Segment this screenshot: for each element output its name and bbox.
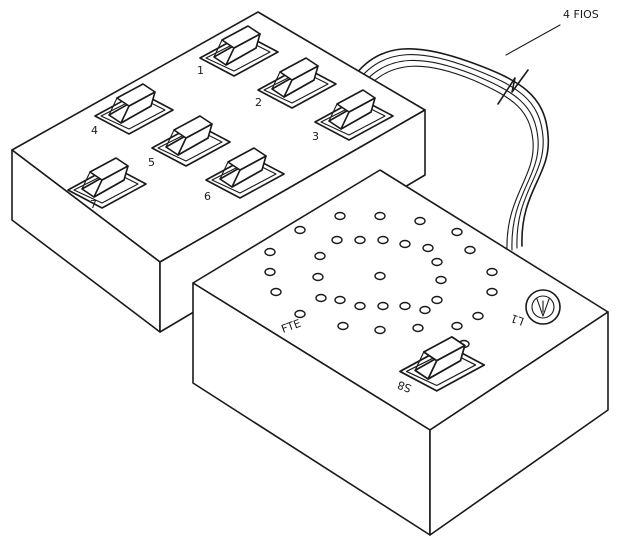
switch-label-5: 5 <box>148 156 155 169</box>
break-mark <box>497 69 529 105</box>
lamp-l1-icon <box>525 289 561 325</box>
switch-label-3: 3 <box>312 130 319 143</box>
wire-bundle <box>352 24 561 253</box>
speaker-label: FTE <box>280 317 303 336</box>
switch-label-2: 2 <box>255 96 262 109</box>
switch-label-6: 6 <box>204 190 211 203</box>
switch-label-4: 4 <box>91 124 98 137</box>
speaker-grille <box>264 211 498 349</box>
wire-leader-line <box>505 24 561 56</box>
speaker-box <box>192 169 609 536</box>
main-switch-label: S8 <box>396 378 414 395</box>
switch-label-7: 7 <box>90 198 97 211</box>
switch-label-1: 1 <box>197 64 204 77</box>
wire-label: 4 FIOS <box>563 8 599 21</box>
lamp-label: L1 <box>509 311 526 328</box>
speaker-box-side <box>429 311 609 536</box>
